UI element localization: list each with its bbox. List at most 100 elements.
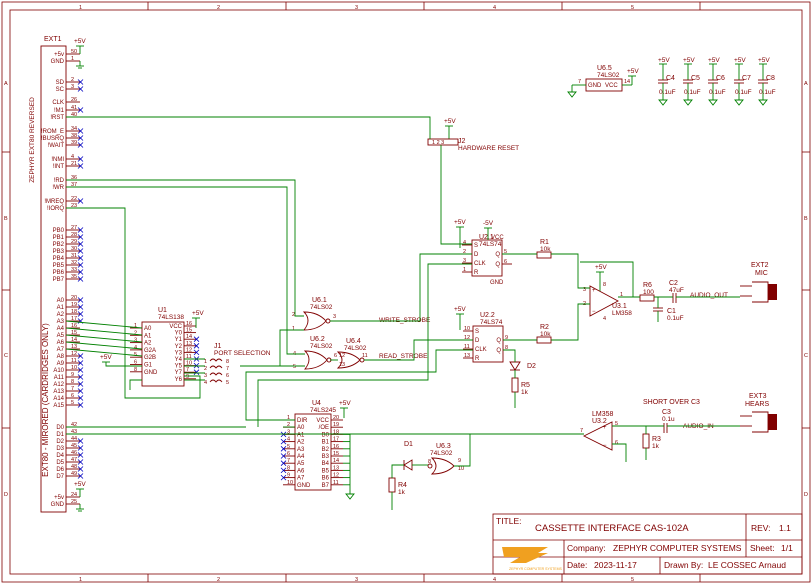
j1-label: PORT SELECTION <box>214 350 271 357</box>
ext1-pin-number: 48 <box>71 464 77 470</box>
frame-col-label: 4 <box>493 577 496 583</box>
ff-pin-name: Q <box>496 348 501 354</box>
u62-pin: 6 <box>334 353 337 359</box>
u1-pin-name: Y2 <box>175 344 183 350</box>
u4-pin-name: VCC <box>316 418 329 424</box>
u65-part: 74LS02 <box>597 72 620 79</box>
ff-pin-number: 9 <box>505 335 508 341</box>
ext1-pin-number: 35 <box>71 274 77 280</box>
ext1-pin-number: 40 <box>71 112 77 118</box>
company-label: Company: <box>567 543 606 553</box>
u22-part: 74LS74 <box>480 319 503 326</box>
u1-pin-name: Y4 <box>175 357 183 363</box>
j1-pin-number: 1 <box>204 359 207 365</box>
title-label: TITLE: <box>496 516 522 526</box>
u31-pin: 1 <box>620 292 623 298</box>
ext1-pin-name: A13 <box>53 389 64 395</box>
ext1-pin-number: 34 <box>71 126 77 132</box>
u4-pin-name: B7 <box>322 483 330 489</box>
vcc-label: +5V <box>100 354 112 361</box>
ext1-pin-name: +5v <box>54 495 64 501</box>
u32-part: LM358 <box>592 411 614 418</box>
decap-val: 0.1uF <box>709 89 726 96</box>
ext1-pin-name: PB4 <box>53 256 65 262</box>
ext1-pin-number: 19 <box>71 302 77 308</box>
u1-pin-name: VCC <box>169 324 182 330</box>
u65-gnd: GND <box>588 83 602 89</box>
ext1-pin-number: 7 <box>71 386 74 392</box>
u1-pin-number: 13 <box>186 341 192 347</box>
ext1-pin-name: A5 <box>57 333 65 339</box>
vcc-label: +5V <box>454 306 466 313</box>
ext1-pin-number: 6 <box>71 393 74 399</box>
u1-pin-number: 2 <box>134 330 137 336</box>
ext1-pin-number: 32 <box>71 260 77 266</box>
ext1-pin-name: D5 <box>56 460 64 466</box>
r2-ref: R2 <box>540 324 549 331</box>
u4-pin-name: B6 <box>322 476 330 482</box>
u4-pin-number: 19 <box>333 422 339 428</box>
d2-ref: D2 <box>527 363 536 370</box>
frame-col-label: 2 <box>217 5 220 11</box>
u65-pin: 14 <box>624 79 630 85</box>
c3-ref: C3 <box>662 409 671 416</box>
ff-pin-name: S <box>475 329 479 335</box>
u65-ref: U6.5 <box>597 65 612 72</box>
u4-pin-number: 14 <box>333 458 339 464</box>
ext1-pin-number: 9 <box>71 372 74 378</box>
decap-val: 0.1uF <box>735 89 752 96</box>
u4-pin-name: B5 <box>322 468 330 474</box>
ext1-pin-number: 5 <box>71 400 74 406</box>
r5-ref: R5 <box>521 382 530 389</box>
ext1-pin-number: 8 <box>71 379 74 385</box>
u65-power-unit: U6.5 74LS02 GND VCC 7 14 +5V <box>567 65 639 98</box>
u1-pin-number: 6 <box>134 360 137 366</box>
r3-val: 1k <box>652 443 660 450</box>
decap-val: 0.1uF <box>659 89 676 96</box>
ext1-pin-name: !NMI <box>51 157 64 163</box>
ext3-hears-jack: EXT3 HEARS <box>740 393 777 433</box>
u4-pin-name: /OE <box>319 425 329 431</box>
u4-pin-number: 7 <box>287 458 290 464</box>
ff-pin-number: 12 <box>464 335 470 341</box>
u21-vcc: VCC <box>491 235 504 241</box>
logo-text: ZEPHYR COMPUTER SYSTEMS <box>509 567 563 571</box>
u4-pin-number: 8 <box>287 465 290 471</box>
ext1-pin-name: D4 <box>56 453 64 459</box>
u63-pin: 10 <box>458 466 464 472</box>
u61-ref: U6.1 <box>312 297 327 304</box>
ext1-pin-number: 38 <box>71 133 77 139</box>
ext1-pin-number: 41 <box>71 105 77 111</box>
r2-resistor: R2 10k <box>536 324 552 344</box>
u4-pin-number: 11 <box>333 480 339 486</box>
ext1-pin-name: PB2 <box>53 242 65 248</box>
ext1-pin-number: 18 <box>71 309 77 315</box>
frame-row-label: D <box>4 492 8 498</box>
net-audio-out: AUDIO_OUT <box>690 292 728 299</box>
ext1-pin-name: SD <box>56 80 65 86</box>
svg-text:+: + <box>603 425 607 431</box>
frame-row-label: D <box>804 492 808 498</box>
ext1-pin-number: 25 <box>71 499 77 505</box>
u4-ref: U4 <box>312 400 321 407</box>
wires: +5V <box>65 116 740 510</box>
u21-gnd: GND <box>490 280 504 286</box>
ff-pin-number: 2 <box>463 249 466 255</box>
vcc-label: +5V <box>74 481 86 488</box>
u1-pin-name: Y7 <box>175 370 183 376</box>
ext1-pin-number: 46 <box>71 450 77 456</box>
u4-pin-number: 12 <box>333 473 339 479</box>
u1-pin-number: 1 <box>134 323 137 329</box>
r1-val: 10k <box>540 246 551 253</box>
ext1-pin-number: 4 <box>71 154 74 160</box>
u62-ref: U6.2 <box>310 336 325 343</box>
ext3-ref: EXT3 <box>749 393 767 400</box>
r3-ref: R3 <box>652 436 661 443</box>
u1-pin-number: 14 <box>186 334 192 340</box>
u4-pin-name: A1 <box>297 432 305 438</box>
ext1-pin-number: 1 <box>71 56 74 62</box>
c2-capacitor: C2 47uF <box>669 280 684 303</box>
